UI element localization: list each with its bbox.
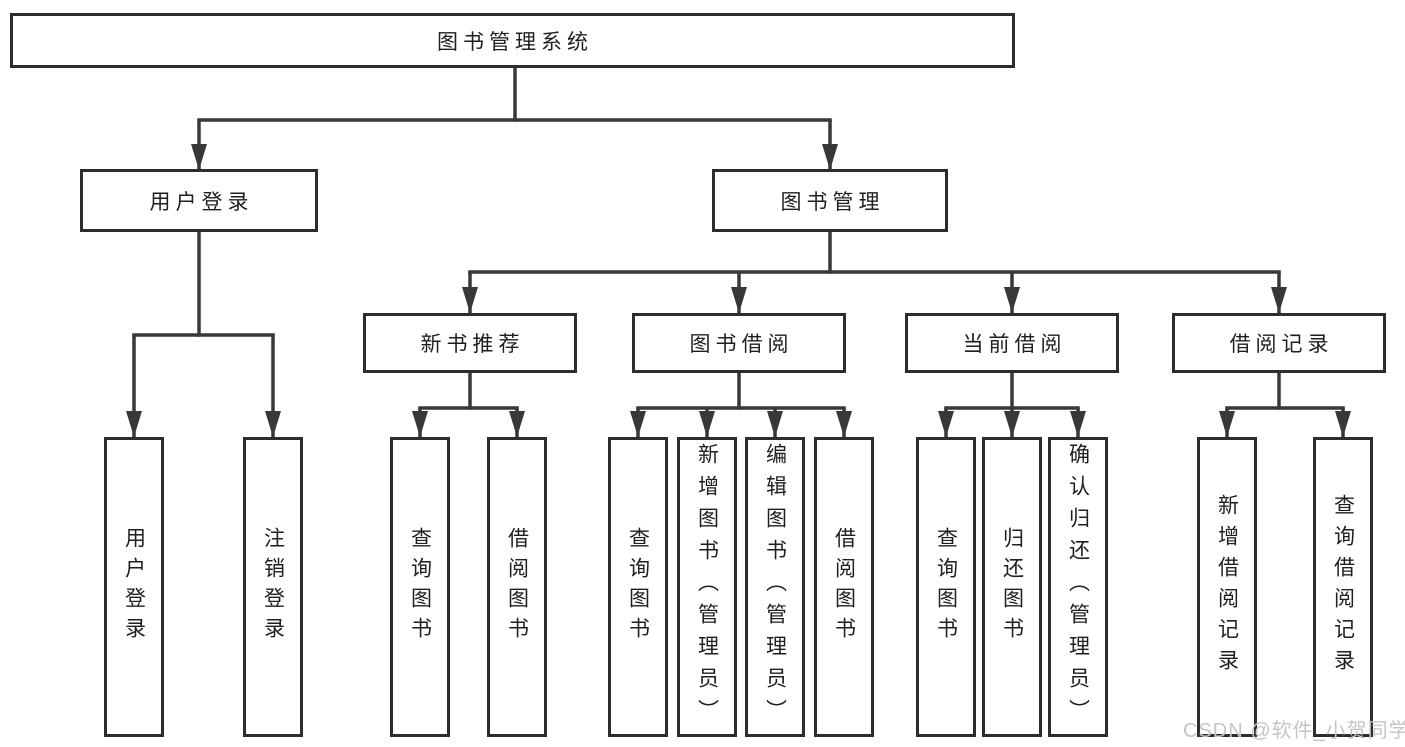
leaf-bb-query-books-label: 查询图书 [626, 527, 650, 647]
leaf-bb-borrow-books: 借阅图书 [814, 437, 874, 737]
node-book-borrow: 图书借阅 [632, 313, 846, 373]
leaf-logout: 注销登录 [243, 437, 303, 737]
node-user-login: 用户登录 [80, 169, 318, 232]
leaf-nbr-query-books-label: 查询图书 [408, 527, 432, 647]
leaf-br-query-record-label: 查询借阅记录 [1331, 494, 1355, 680]
node-book-mgmt: 图书管理 [712, 169, 948, 232]
leaf-br-add-record: 新增借阅记录 [1197, 437, 1257, 737]
node-book-borrow-label: 图书借阅 [689, 333, 794, 356]
node-current-borrow: 当前借阅 [905, 313, 1119, 373]
leaf-bb-edit-books-admin: 编辑图书（管理员） [745, 437, 805, 737]
leaf-bb-add-books-admin: 新增图书（管理员） [677, 437, 737, 737]
leaf-cb-query-books-label: 查询图书 [934, 527, 958, 647]
leaf-bb-edit-books-admin-label: 编辑图书（管理员） [763, 443, 787, 731]
node-new-book-rec: 新书推荐 [363, 313, 577, 373]
node-book-mgmt-label: 图书管理 [780, 190, 885, 214]
leaf-cb-return-books: 归还图书 [982, 437, 1042, 737]
leaf-nbr-query-books: 查询图书 [390, 437, 450, 737]
node-borrow-records: 借阅记录 [1172, 313, 1386, 373]
node-current-borrow-label: 当前借阅 [962, 333, 1067, 356]
leaf-cb-query-books: 查询图书 [916, 437, 976, 737]
leaf-user-login: 用户登录 [104, 437, 164, 737]
leaf-bb-add-books-admin-label: 新增图书（管理员） [695, 443, 719, 731]
leaf-cb-confirm-return-admin-label: 确认归还（管理员） [1066, 443, 1090, 731]
node-new-book-rec-label: 新书推荐 [420, 333, 525, 356]
leaf-cb-confirm-return-admin: 确认归还（管理员） [1048, 437, 1108, 737]
leaf-br-query-record: 查询借阅记录 [1313, 437, 1373, 737]
leaf-bb-borrow-books-label: 借阅图书 [832, 527, 856, 647]
node-user-login-label: 用户登录 [149, 190, 254, 214]
leaf-nbr-borrow-books-label: 借阅图书 [505, 527, 529, 647]
node-borrow-records-label: 借阅记录 [1229, 333, 1334, 356]
leaf-br-add-record-label: 新增借阅记录 [1215, 494, 1239, 680]
leaf-bb-query-books: 查询图书 [608, 437, 668, 737]
node-library-system-label: 图书管理系统 [437, 30, 593, 54]
leaf-user-login-label: 用户登录 [122, 527, 146, 647]
node-library-system: 图书管理系统 [10, 13, 1015, 68]
csdn-watermark: CSDN @软件_小贺同学 [1183, 720, 1405, 742]
leaf-cb-return-books-label: 归还图书 [1000, 527, 1024, 647]
leaf-logout-label: 注销登录 [261, 527, 285, 647]
leaf-nbr-borrow-books: 借阅图书 [487, 437, 547, 737]
